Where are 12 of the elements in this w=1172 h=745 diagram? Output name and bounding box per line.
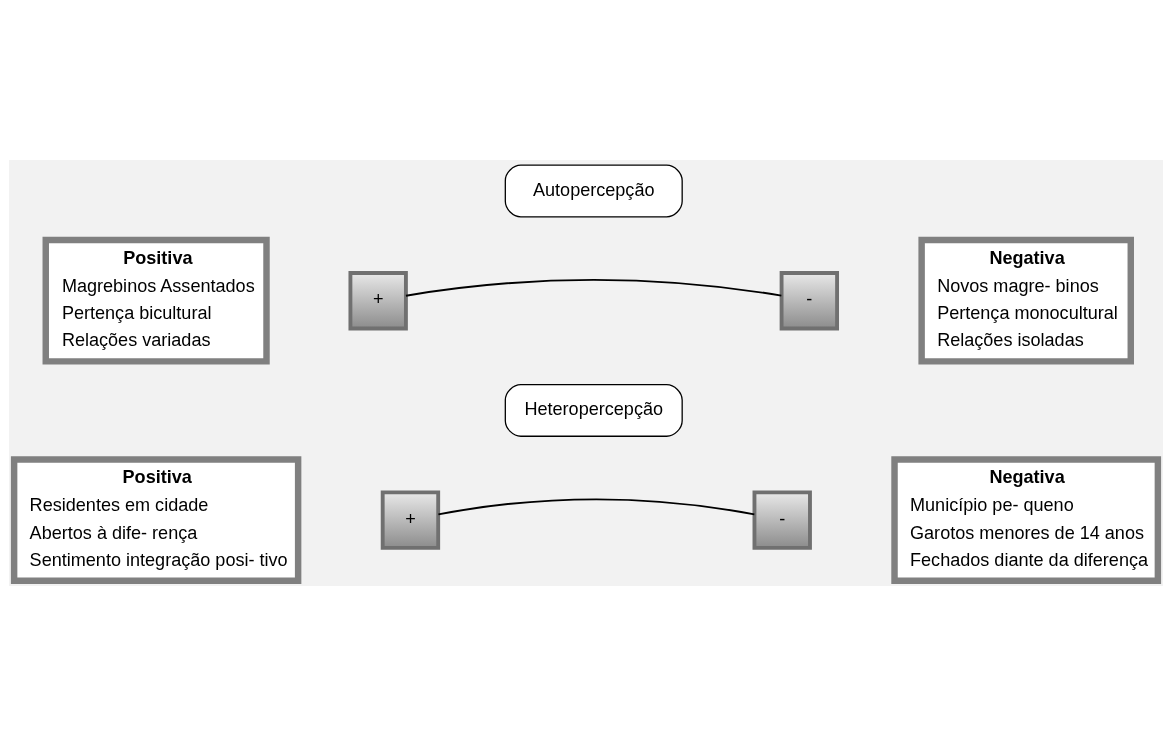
node-box: +: [348, 270, 408, 330]
node-box: +: [380, 489, 441, 550]
node-box: Positiva Magrebinos Assentados Pertença bicultural Relações variadas: [42, 236, 270, 365]
node-box: Negativa Novos magre- binos Pertença monocultural Relações isoladas: [918, 236, 1134, 365]
connector: [405, 278, 783, 297]
connector: [437, 497, 756, 515]
node-box: Positiva Residentes em cidade Abertos à dife- rença Sentimento integração posi- tivo: [10, 455, 302, 584]
node-box: Negativa Município pe- queno Garotos menores de 14 anos Fechados diante da diferença: [891, 455, 1162, 584]
node-box: Heteropercepção: [504, 383, 683, 437]
node-box: Autopercepção: [504, 164, 683, 217]
node-box: -: [779, 270, 839, 330]
node-box: -: [752, 489, 812, 550]
